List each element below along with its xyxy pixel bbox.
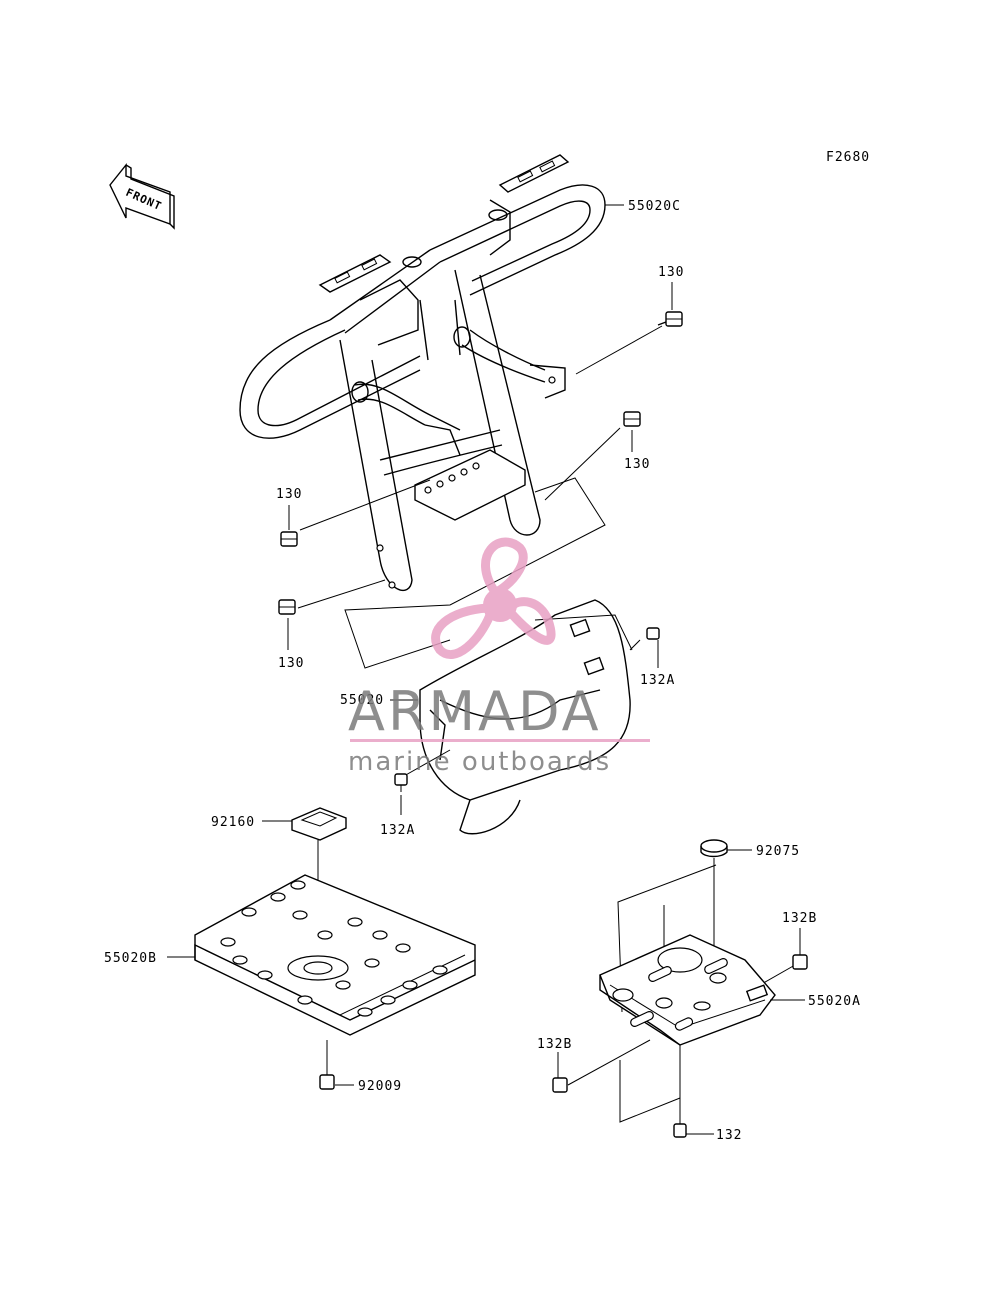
callout-132B-right: 132B xyxy=(782,911,817,926)
callout-130-mid: 130 xyxy=(624,457,650,472)
cap-92075 xyxy=(700,839,728,858)
bolt-icon-92009 xyxy=(319,1070,335,1090)
callout-130-top: 130 xyxy=(658,265,684,280)
callout-132A-right: 132A xyxy=(640,673,675,688)
callout-92160: 92160 xyxy=(211,815,255,830)
callout-132: 132 xyxy=(716,1128,742,1143)
watermark-divider xyxy=(350,739,650,742)
skid-plate-front xyxy=(419,599,631,835)
callout-labels: 55020C 130 130 130 130 132A 55020 132A 9… xyxy=(104,199,861,1143)
propeller-logo-icon xyxy=(431,537,556,659)
skid-plate-55020B xyxy=(194,874,476,1036)
callout-132A-left: 132A xyxy=(380,823,415,838)
rubber-damper-92160 xyxy=(291,807,347,841)
callout-92009: 92009 xyxy=(358,1079,402,1094)
bolt-icon-132A-right xyxy=(646,627,660,640)
callout-130-left1: 130 xyxy=(276,487,302,502)
callout-55020: 55020 xyxy=(340,693,384,708)
callout-55020C: 55020C xyxy=(628,199,681,214)
watermark-subtitle: marine outboards xyxy=(348,747,611,777)
bolt-icon-132B-left xyxy=(552,1077,568,1093)
bolt-icon-132B-right xyxy=(792,954,808,970)
bolt-icon-132A-left xyxy=(394,773,408,792)
front-arrow-icon: FRONT xyxy=(109,163,175,230)
diagram-code: F2680 xyxy=(826,150,870,165)
bolt-icon-130-mid xyxy=(623,411,641,427)
bolt-icon-130-left2 xyxy=(278,599,296,615)
callout-55020A: 55020A xyxy=(808,994,861,1009)
front-guard-frame xyxy=(239,154,606,592)
callout-55020B: 55020B xyxy=(104,951,157,966)
callout-92075: 92075 xyxy=(756,844,800,859)
watermark-title: ARMADA xyxy=(348,680,602,743)
bolt-icon-132 xyxy=(673,1123,687,1138)
watermark: ARMADA marine outboards xyxy=(348,537,650,777)
callout-132B-left: 132B xyxy=(537,1037,572,1052)
skid-plate-55020A xyxy=(599,934,776,1046)
bolt-icon-130-left1 xyxy=(280,531,298,547)
callout-130-left2: 130 xyxy=(278,656,304,671)
leader-lines xyxy=(167,204,805,1135)
bolt-icon-130-top xyxy=(657,311,683,327)
